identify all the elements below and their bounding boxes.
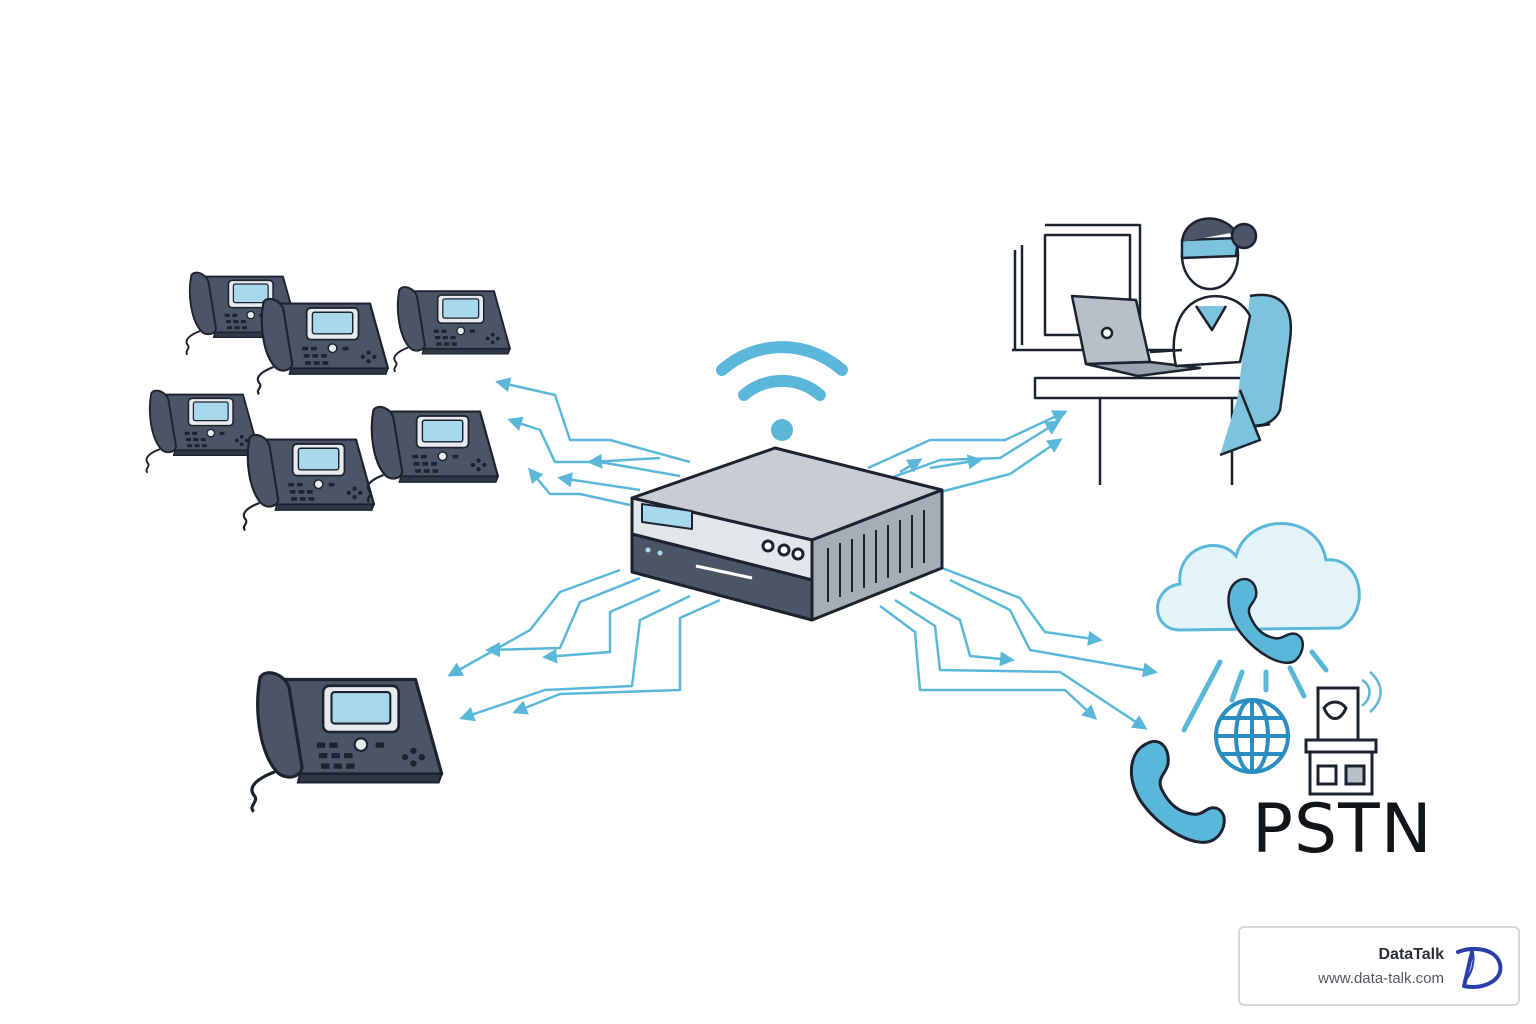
cloud-phone-icon bbox=[1156, 522, 1361, 665]
globe-icon bbox=[1214, 698, 1290, 774]
watermark-badge[interactable]: DataTalk www.data-talk.com bbox=[1238, 926, 1520, 1006]
pstn-label: PSTN bbox=[1252, 790, 1433, 869]
desk-phone-icon bbox=[393, 286, 511, 373]
badge-brand-name: DataTalk bbox=[1378, 946, 1444, 963]
server-icon bbox=[630, 446, 944, 622]
connection-lines bbox=[447, 377, 1158, 730]
handset-icon bbox=[1129, 740, 1226, 844]
desk-phone-icon bbox=[366, 405, 500, 504]
desk-phone-icon bbox=[145, 389, 260, 474]
remote-worker-icon bbox=[1012, 217, 1293, 485]
badge-url[interactable]: www.data-talk.com bbox=[1318, 970, 1444, 987]
desk-phone-icon bbox=[242, 433, 376, 532]
exchange-building-icon bbox=[1304, 671, 1382, 796]
desk-phone-icon bbox=[256, 297, 390, 396]
datatalk-logo-icon bbox=[1456, 946, 1503, 989]
wifi-icon bbox=[716, 341, 848, 441]
desk-phone-icon bbox=[250, 671, 444, 814]
signal-rays bbox=[1181, 649, 1329, 733]
